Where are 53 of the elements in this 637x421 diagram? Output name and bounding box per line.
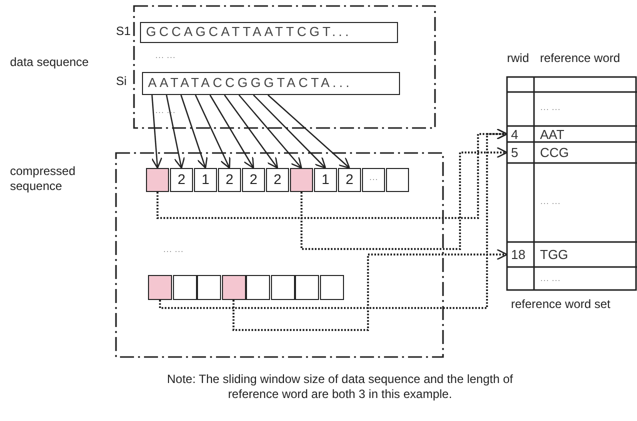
empty-cell — [148, 275, 172, 300]
group-label: data sequence — [10, 55, 90, 70]
sequence-name: S1 — [116, 24, 131, 38]
ellipsis-text: ··· ··· — [540, 104, 560, 114]
empty-cell — [320, 275, 344, 300]
arrow — [180, 94, 208, 169]
column-header: reference word — [540, 51, 620, 65]
word-text: CCG — [540, 145, 569, 160]
ellipsis-text: ··· ··· — [155, 52, 176, 62]
empty-cell — [197, 275, 221, 300]
empty-cell — [246, 275, 270, 300]
dotted-arrow — [300, 146, 508, 250]
rwid-text: 4 — [511, 126, 518, 142]
rwid-text: 18 — [511, 247, 526, 262]
arrow — [253, 94, 326, 169]
column-header: rwid — [507, 51, 530, 65]
arrow — [209, 94, 254, 169]
ellipsis-text: ··· ··· — [540, 198, 560, 208]
number-cell: 2 — [242, 168, 265, 192]
arrow — [194, 94, 230, 169]
empty-cell — [270, 275, 294, 300]
arrow — [151, 94, 162, 169]
arrow — [238, 94, 302, 169]
dotted-arrow — [159, 128, 508, 309]
word-text: AAT — [540, 126, 564, 142]
word-text: TGG — [540, 247, 568, 262]
number-cell: ··· — [362, 168, 385, 192]
empty-cell — [295, 275, 319, 300]
arrow — [166, 94, 186, 169]
sequence-name: Si — [116, 74, 127, 88]
number-cell: 1 — [314, 168, 337, 192]
number-cell: 2 — [218, 168, 241, 192]
empty-cell — [146, 168, 169, 192]
sequence-box: GCCAGCATTAATTCGT... — [140, 22, 398, 43]
ellipsis-text: ··· ··· — [540, 275, 560, 285]
number-cell: 2 — [266, 168, 289, 192]
number-cell: 1 — [194, 168, 217, 192]
number-cell: 2 — [170, 168, 193, 192]
empty-cell — [222, 275, 246, 300]
ellipsis-text: ··· ··· — [163, 246, 184, 256]
rwid-text: 5 — [511, 145, 518, 160]
number-cell: 2 — [338, 168, 361, 192]
arrow — [268, 94, 350, 169]
arrow — [224, 94, 278, 169]
empty-cell — [172, 275, 196, 300]
group-label: compressed sequence — [10, 164, 76, 194]
empty-cell — [290, 168, 313, 192]
note-text: Note: The sliding window size of data sequence and the length of reference word are both 3 in this example. — [166, 372, 514, 402]
dotted-arrow — [232, 248, 508, 331]
sequence-box: AATATACCGGGTACTA... — [142, 72, 400, 95]
table-caption: reference word set — [511, 297, 610, 311]
ellipsis-text: ··· ··· — [155, 107, 176, 117]
empty-cell — [386, 168, 409, 192]
